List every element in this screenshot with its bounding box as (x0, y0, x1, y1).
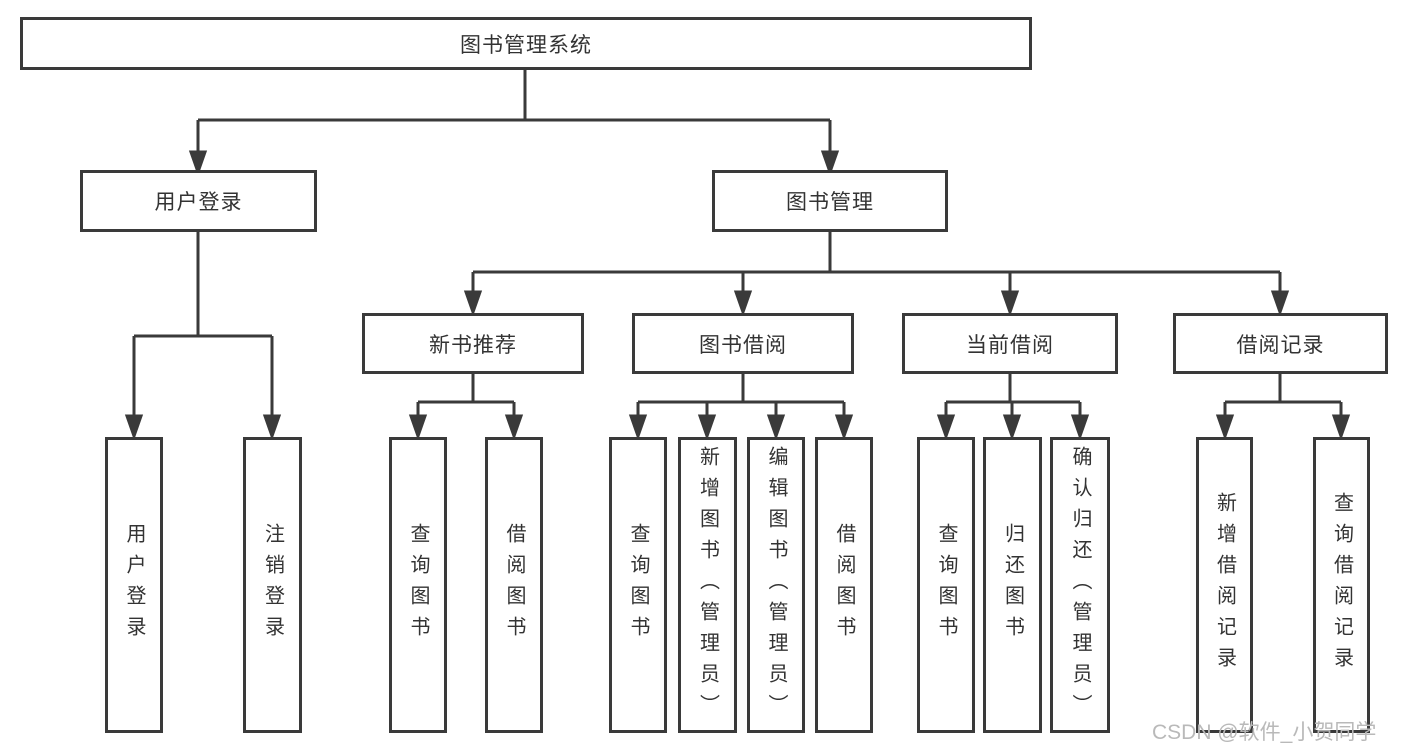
node-book-management: 图书管理 (712, 170, 948, 232)
leaf-recommend-query-book: 查询图书 (389, 437, 447, 733)
connector-book-borrow-children (628, 374, 854, 441)
connector-user-login-children (124, 232, 282, 441)
node-user-login: 用户登录 (80, 170, 317, 232)
leaf-edit-book-admin: 编辑图书（管理员） (747, 437, 805, 733)
leaf-logout: 注销登录 (243, 437, 302, 733)
csdn-watermark: CSDN @软件_小贺同学 (1152, 721, 1377, 744)
leaf-return-book: 归还图书 (983, 437, 1042, 733)
node-new-book-recommend: 新书推荐 (362, 313, 584, 374)
node-book-borrow: 图书借阅 (632, 313, 854, 374)
connector-root-to-level2 (188, 70, 840, 177)
connector-current-borrow-children (936, 374, 1090, 441)
leaf-user-login: 用户登录 (105, 437, 163, 733)
connector-new-book-rec-children (408, 374, 524, 441)
node-borrow-record: 借阅记录 (1173, 313, 1388, 374)
leaf-add-book-admin: 新增图书（管理员） (678, 437, 737, 733)
leaf-recommend-borrow-book: 借阅图书 (485, 437, 543, 733)
connector-book-mgmt-to-level3 (463, 232, 1290, 317)
leaf-borrow-book: 借阅图书 (815, 437, 873, 733)
node-root-system: 图书管理系统 (20, 17, 1032, 70)
leaf-add-borrow-record: 新增借阅记录 (1196, 437, 1253, 733)
leaf-query-borrow-record: 查询借阅记录 (1313, 437, 1370, 733)
connector-borrow-record-children (1215, 374, 1351, 441)
leaf-confirm-return-admin: 确认归还（管理员） (1050, 437, 1110, 733)
leaf-borrow-query-book: 查询图书 (609, 437, 667, 733)
leaf-current-query-book: 查询图书 (917, 437, 975, 733)
node-current-borrow: 当前借阅 (902, 313, 1118, 374)
